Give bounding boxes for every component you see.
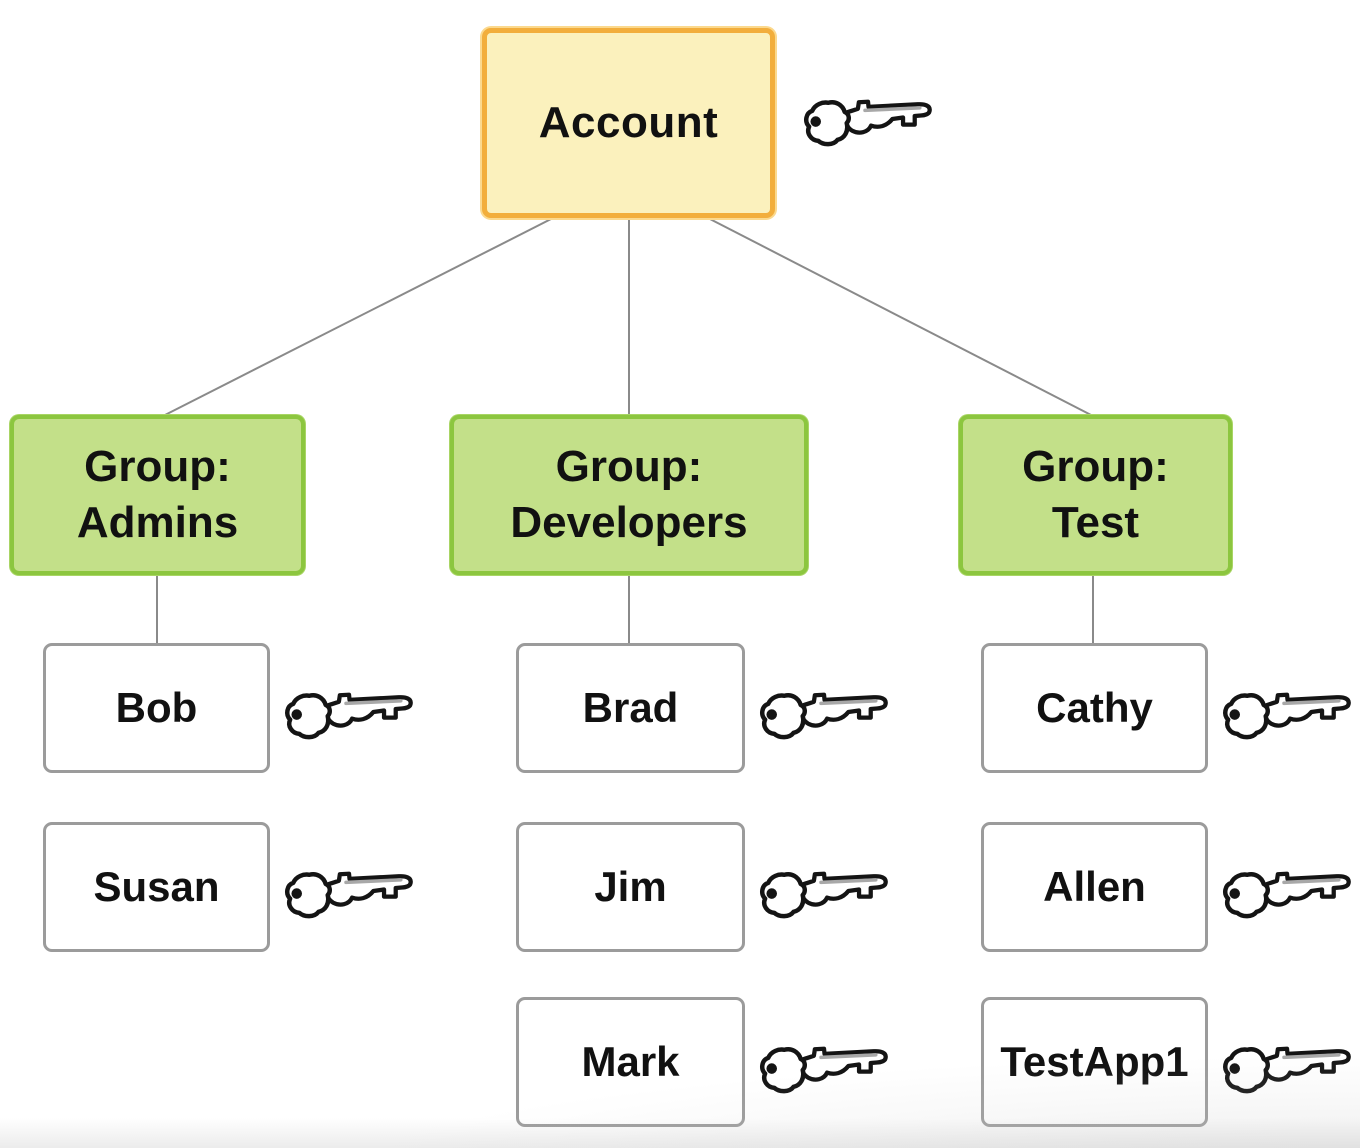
group-label: Group: Test — [1022, 439, 1169, 552]
key-icon — [1220, 1034, 1352, 1096]
edge-account-admins — [162, 217, 554, 417]
user-node-cathy: Cathy — [981, 643, 1208, 773]
group-name-label: Admins — [76, 498, 239, 547]
user-label: Jim — [594, 863, 667, 910]
group-node-developers: Group: Developers — [450, 415, 808, 575]
key-icon — [801, 87, 933, 149]
key-icon — [1220, 680, 1352, 742]
user-label: Cathy — [1036, 684, 1153, 731]
account-label: Account — [538, 98, 719, 147]
user-label: Susan — [93, 863, 220, 910]
edge-account-test — [707, 217, 1094, 417]
user-node-bob: Bob — [43, 643, 270, 773]
group-kind-label: Group: — [1022, 441, 1169, 491]
user-node-susan: Susan — [43, 822, 270, 952]
key-icon — [757, 1034, 889, 1096]
user-label: Mark — [581, 1038, 680, 1085]
key-icon — [757, 680, 889, 742]
group-label: Group: Developers — [510, 439, 747, 552]
user-node-allen: Allen — [981, 822, 1208, 952]
key-icon — [282, 680, 414, 742]
user-node-testapp1: TestApp1 — [981, 997, 1208, 1127]
user-label: Brad — [582, 684, 679, 731]
user-node-mark: Mark — [516, 997, 745, 1127]
group-node-admins: Group: Admins — [10, 415, 305, 575]
key-icon — [757, 859, 889, 921]
group-name-label: Test — [1051, 498, 1140, 547]
user-node-brad: Brad — [516, 643, 745, 773]
user-label: Allen — [1043, 863, 1146, 910]
group-name-label: Developers — [510, 498, 748, 547]
group-node-test: Group: Test — [959, 415, 1232, 575]
group-kind-label: Group: — [84, 441, 231, 491]
user-label: Bob — [115, 684, 198, 731]
group-label: Group: Admins — [77, 439, 238, 552]
group-kind-label: Group: — [555, 441, 703, 491]
key-icon — [1220, 859, 1352, 921]
user-label: TestApp1 — [1000, 1038, 1189, 1085]
user-node-jim: Jim — [516, 822, 745, 952]
account-node: Account — [482, 28, 775, 218]
key-icon — [282, 859, 414, 921]
